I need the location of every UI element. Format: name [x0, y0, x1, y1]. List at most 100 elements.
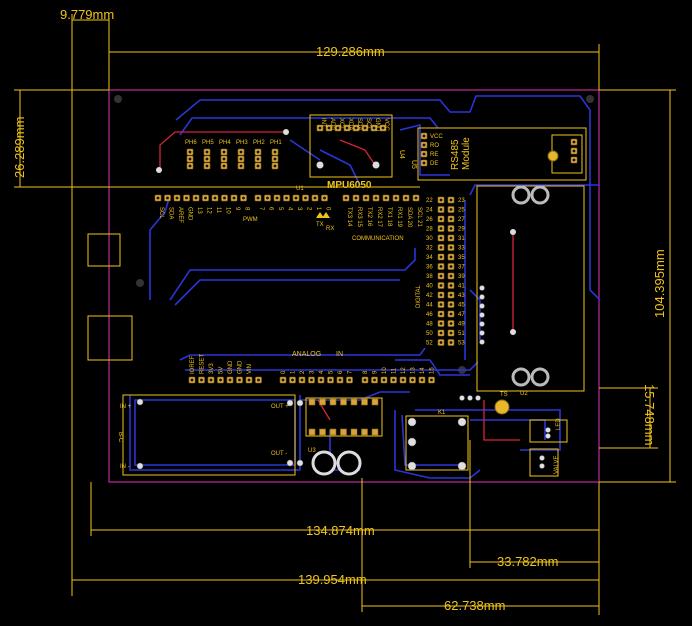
ph-header-pin-hole: [273, 164, 277, 168]
ph-header-label: PH5: [202, 140, 214, 146]
top-header-pin-label: 3: [296, 207, 302, 211]
ph-header-pin-hole: [256, 157, 260, 161]
ph-header-label: PH2: [253, 140, 265, 146]
digital-pin-label: 42: [426, 293, 433, 299]
dim-bottom-2: 33.782mm: [497, 554, 558, 569]
rs485-pin-hole: [422, 161, 426, 165]
comm-header-pin-hole: [394, 196, 398, 200]
top-header-pin-hole: [256, 196, 260, 200]
analog-pin-label: 10: [382, 367, 388, 374]
u1-dip-pin: [329, 398, 337, 406]
top-header-pin-label: 5: [277, 207, 283, 211]
u1-label: U1: [296, 186, 304, 192]
analog-pin-label: 8: [363, 370, 369, 374]
digital-header-pin-hole: [449, 198, 453, 202]
power-header-pin-hole: [209, 378, 213, 382]
analog-pin-label: 7: [348, 370, 354, 374]
comm-pin-label: SDA 20: [406, 207, 412, 228]
valve-pin: [539, 455, 545, 461]
top-header-pin-label: 7: [258, 207, 264, 211]
u2-hole: [530, 185, 550, 205]
ph-header-pin-hole: [222, 164, 226, 168]
comm-pin-label: SCL 21: [416, 207, 422, 227]
analog-pin-label: 9: [373, 370, 379, 374]
rs485-pin-hole: [422, 134, 426, 138]
digital-pin-label: 38: [426, 274, 433, 280]
analog-pin-label: 15: [430, 367, 436, 374]
u1-dip-pin: [308, 428, 316, 436]
digital-pin-label: 27: [458, 217, 465, 223]
rs485-pin-label: DE: [430, 161, 438, 167]
bc-module-outline: [122, 394, 296, 476]
digital-pin-label: 22: [426, 198, 433, 204]
top-header-pin-hole: [166, 196, 169, 200]
ph-header-pin-hole: [256, 150, 260, 154]
digital-header-pin-hole: [439, 208, 443, 211]
comm-pin-label: TX1 18: [386, 207, 392, 227]
top-header-pin-hole: [304, 196, 307, 200]
u1-dip-pin: [361, 428, 368, 436]
u4-pin-hole: [354, 126, 358, 130]
digital-pin-label: 43: [458, 293, 465, 299]
in-minus-label: IN -: [120, 464, 130, 470]
analog-header-pin-hole: [392, 378, 395, 382]
terminal-pin-hole: [572, 149, 576, 153]
temperature-sensor: [494, 399, 510, 415]
analog-pin-label: 11: [392, 367, 398, 374]
analog-pin-label: 6: [338, 370, 344, 374]
u4-pin-label: VCC: [383, 118, 389, 131]
ph-header-pin-hole: [205, 157, 209, 161]
digital-header-pin-hole: [439, 331, 443, 335]
digital-header-pin-hole: [439, 341, 443, 344]
ph-header-pin-hole: [188, 150, 192, 154]
digital-header-pin-hole: [449, 274, 453, 278]
comm-pin-label: RX2 17: [376, 207, 382, 228]
top-header-pin-hole: [323, 196, 326, 200]
u1-dip-pin: [308, 398, 316, 406]
terminal-pin-hole: [572, 158, 576, 162]
dim-bottom-3: 139.954mm: [298, 572, 367, 587]
digital-pin-label: 32: [426, 246, 433, 252]
top-header-pin-hole: [294, 196, 298, 200]
digital-pin-label: 44: [426, 303, 433, 309]
u4-pin-label: SDA: [356, 118, 362, 130]
digital-pin-label: 30: [426, 236, 433, 242]
power-header-pin-hole: [257, 378, 260, 382]
power-pin-label: RESET: [200, 354, 206, 374]
analog-label: ANALOG: [292, 351, 321, 358]
dim-top-width: 129.286mm: [316, 44, 385, 59]
u5-label: U5: [410, 160, 417, 169]
power-header-pin-hole: [190, 378, 194, 382]
digital-pin-label: 41: [458, 284, 465, 290]
digital-pin-label: 49: [458, 322, 465, 328]
comm-pin-label: RX3 15: [356, 207, 362, 228]
u2-module-outline: [476, 185, 585, 392]
digital-header-pin-hole: [449, 246, 453, 249]
digital-pin-label: 45: [458, 303, 465, 309]
top-header-pin-hole: [204, 196, 207, 200]
in-plus-label: IN +: [120, 404, 132, 410]
digital-pin-label: 33: [458, 246, 465, 252]
analog-header-pin-hole: [382, 378, 386, 382]
comm-header-pin-hole: [364, 196, 368, 200]
digital-pin-label: 23: [458, 198, 465, 204]
power-pin-label: GND: [228, 360, 234, 374]
ph-header-label: PH3: [236, 140, 248, 146]
comm-header-pin-hole: [344, 196, 348, 200]
dim-right-small: 15.748mm: [642, 384, 657, 445]
u1-dip-pin: [319, 398, 326, 406]
u4-pin-label: GND: [374, 118, 380, 132]
comm-header-pin-hole: [404, 196, 408, 200]
u2-pin-column: [479, 285, 485, 345]
dim-right-height: 104.395mm: [652, 249, 667, 318]
u4-pin-label: XCL: [338, 118, 344, 130]
u2-hole: [511, 185, 531, 205]
ph-header-pin-hole: [256, 164, 260, 168]
u4-outline: [309, 114, 393, 178]
analog-pin-label: 13: [411, 367, 417, 374]
valve-connector-outline: [529, 448, 559, 477]
ph-header-pin-hole: [239, 164, 243, 168]
analog-header-pin-hole: [363, 378, 367, 382]
digital-header-pin-hole: [449, 284, 453, 287]
